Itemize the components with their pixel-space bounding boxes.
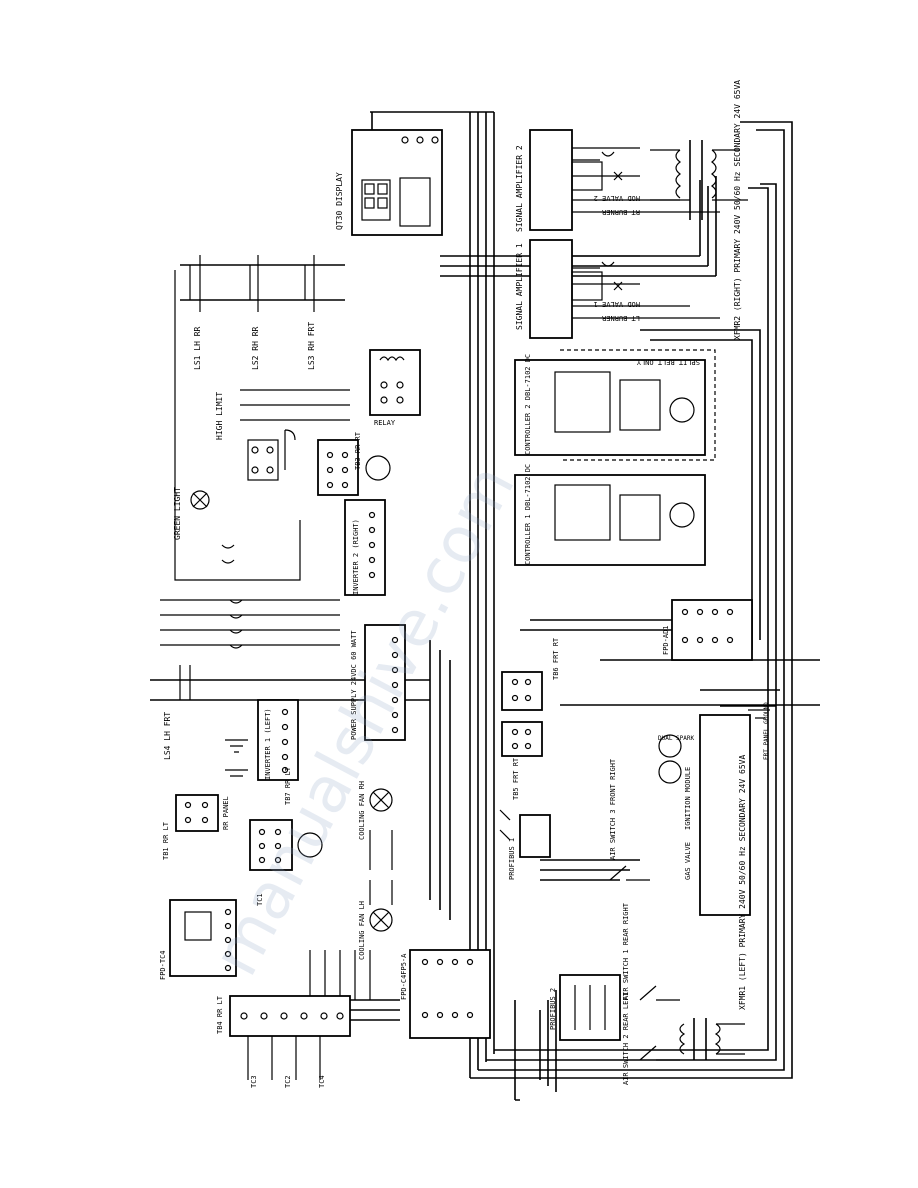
sa1-label: SIGNAL AMPLIFIER 1 [515,243,524,330]
power-supply-label: POWER SUPPLY 24VDC 60 WATT [350,630,358,740]
tb6-label: TB6 FRT RT [552,637,560,680]
high-limit: HIGH LIMIT [215,389,350,481]
tb7-label: TB7 RR LT [284,766,292,805]
ls2-label: LS2 RH RR [251,326,260,370]
tc-label-1: TC2 [284,1075,292,1088]
inverter-right-label: INVERTER 2 (RIGHT) [352,519,360,595]
inverter-right: INVERTER 2 (RIGHT) [344,499,386,596]
ls4-label: LS4 LH FRT [163,712,172,760]
tb3: TB3 RR RT [317,431,391,496]
ls1-label: LS1 LH RR [193,326,202,370]
signal-amplifier-1: SIGNAL AMPLIFIER 1 MOD VALVE 1 LT BURNER [515,239,720,339]
fpd-tc4-label: FPD-TC4 [159,950,167,980]
green-light: GREEN LIGHT [173,487,210,540]
tc-label-2: TC4 [318,1075,326,1088]
lt-burner-label: LT BURNER [601,314,640,322]
relay-label: RELAY [374,419,396,427]
cooling-fan-lh: COOLING FAN LH [358,880,393,960]
relay: RELAY [369,349,421,427]
transformer-right: XFMR2 (RIGHT) PRIMARY 240V 50/60 Hz SECO… [650,80,748,340]
air-sw1-label: AIR SWITCH 1 REAR RIGHT [622,902,630,1000]
controller-2-label: CONTROLLER 2 DBL-7102 DC [524,354,532,455]
green-light-label: GREEN LIGHT [173,487,182,540]
signal-amplifier-2: SIGNAL AMPLIFIER 2 MOD VALVE 2 RT BURNER [515,129,720,232]
ls4: LS4 LH FRT [163,665,191,760]
cooling-fan-lh-label: COOLING FAN LH [358,901,366,960]
air-switch-1: AIR SWITCH 1 REAR RIGHT [622,902,680,1001]
fpd-tc4: FPD-TC4 [159,899,237,980]
circuit-breakers [160,270,340,649]
fpd-c4fp5-a: FPD-C4FP5-A [309,949,491,1039]
air-sw3-label: AIR SWITCH 3 FRONT RIGHT [609,758,617,860]
split-belt-label: SPLIT BELT ONLY [636,358,700,366]
xfmr-right-label: XFMR2 (RIGHT) PRIMARY 240V 50/60 Hz SECO… [733,80,742,340]
gas-valve-label: GAS VALVE [684,842,692,880]
frt-panel-ground-label: FRT PANEL GROUND [763,702,770,760]
xfmr-left-label: XFMR1 (LEFT) PRIMARY 240V 50/60 Hz SECON… [738,755,747,1010]
tb5: TB5 FRT RT [501,721,543,800]
rr-panel-label: RR PANEL [222,796,230,830]
fpd-ad1-label: FPD-AD1 [662,625,670,655]
inverter-left-label: INVERTER 1 (LEFT) [264,708,272,780]
profibus-2: PROFIBUS 2 [549,974,621,1041]
controller-1: CONTROLLER 1 DBL-7102 DC [514,464,706,566]
profibus-1: PROFIBUS 1 [499,809,551,880]
power-supply: POWER SUPPLY 24VDC 60 WATT [350,624,406,741]
tb6: TB6 FRT RT [501,637,560,711]
air-switch-3: AIR SWITCH 3 FRONT RIGHT [609,758,650,881]
tb7: TB7 RR LT [249,766,323,871]
transformer-left: XFMR1 (LEFT) PRIMARY 240V 50/60 Hz SECON… [679,755,747,1060]
tb5-label: TB5 FRT RT [512,757,520,800]
tb1: TB1 RR LT RR PANEL [162,794,230,860]
tb1-label: TB1 RR LT [162,821,170,860]
fpd-c4-label: FPD-C4FP5-A [400,953,408,1000]
high-limit-label: HIGH LIMIT [215,392,224,440]
limit-switches: LS1 LH RR LS2 RH RR LS3 RH FRT [180,255,345,370]
cooling-fan-rh-label: COOLING FAN RH [358,781,366,840]
cooling-fan-rh: COOLING FAN RH [358,781,393,870]
tb4: TB4 RR LT TC3 TC2 TC4 TC1 [216,893,351,1088]
sa2-label: SIGNAL AMPLIFIER 2 [515,145,524,232]
ignition-module: DUAL SPARK IGNITION MODULE GAS VALVE FRT… [658,702,770,916]
tb3-label: TB3 RR RT [354,431,362,470]
mod-valve-1-label: MOD VALVE 1 [594,300,640,308]
qt30-label: QT30 DISPLAY [335,172,344,230]
fpd-ad1: FPD-AD1 [662,599,753,661]
controller-1-label: CONTROLLER 1 DBL-7102 DC [524,464,532,565]
tb4-label: TB4 RR LT [216,995,224,1034]
mod-valve-2-label: MOD VALVE 2 [594,194,640,202]
controller-2: CONTROLLER 2 DBL-7102 DC SPLIT BELT ONLY [514,349,716,461]
dual-spark-label: DUAL SPARK [658,735,695,742]
ignition-label: IGNITION MODULE [684,767,692,830]
inverter-left: INVERTER 1 (LEFT) [225,699,299,781]
tc-label-3: TC1 [256,893,264,906]
profibus1-label: PROFIBUS 1 [508,838,516,880]
air-switch-2: AIR SWITCH 2 REAR LEFT [622,991,680,1085]
ls3-label: LS3 RH FRT [307,322,316,370]
qt30-display: QT30 DISPLAY [335,129,443,236]
tc-label-0: TC3 [250,1075,258,1088]
rt-burner-label: RT BURNER [601,208,640,216]
air-sw2-label: AIR SWITCH 2 REAR LEFT [622,991,630,1085]
bus-wires [150,111,820,1101]
profibus2-label: PROFIBUS 2 [549,988,557,1030]
